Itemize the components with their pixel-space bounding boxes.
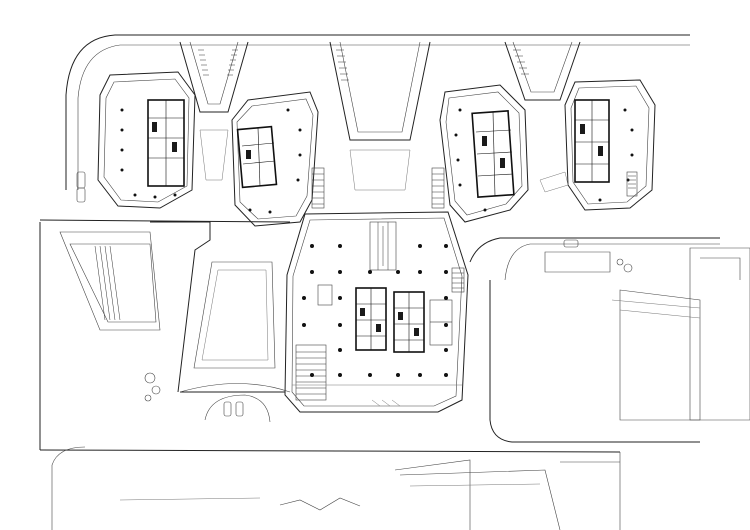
podium [284,211,469,413]
neighbour-buildings [611,247,750,421]
tower-2 [231,91,319,227]
podium-core-right [393,291,425,353]
left-plaza [59,221,291,393]
tower-1 [76,71,196,209]
cars-bottom [204,394,271,423]
tower-3-core [471,109,515,199]
site-boundary [39,34,720,530]
escalator [369,221,397,271]
tower-4 [539,79,656,211]
trees [144,258,633,402]
podium-stairs [311,167,445,209]
podium-columns [302,244,448,377]
car-1 [76,171,86,203]
podium-left-stair [295,284,333,401]
car-right [544,239,611,273]
tower-4-core [574,99,610,183]
top-connectors [179,41,581,191]
tower-1-core [147,99,185,187]
tower-3 [439,84,529,223]
podium-core-left [355,287,387,351]
tower-2-core [236,125,278,189]
bottom-blocks [119,459,620,530]
